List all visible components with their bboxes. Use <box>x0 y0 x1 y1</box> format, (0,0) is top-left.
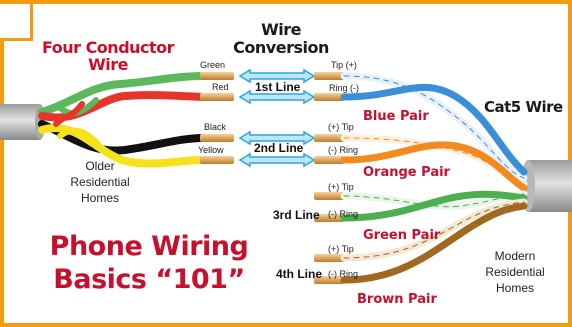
frame-bottom-border <box>0 323 572 327</box>
first-line-label: 1st Line <box>255 80 301 94</box>
wire-conversion-title-1: Wire <box>261 20 301 39</box>
wire-conversion-title-2: Conversion <box>233 38 329 57</box>
green-wire-tip <box>200 72 234 80</box>
four-conductor-wires <box>38 72 207 168</box>
wire-twist-red <box>53 101 85 127</box>
blue-pair-tip <box>314 72 344 80</box>
cat5-wire-label: Cat5 Wire <box>484 98 563 116</box>
plus-tip-label-4: (+) Tip <box>328 244 354 254</box>
orange-white-outline <box>343 137 525 185</box>
blue-white-outline <box>343 75 525 179</box>
ring-minus-label-1: Ring (-) <box>329 83 360 93</box>
green-pair-wire <box>340 190 528 222</box>
frame-top-border <box>0 0 572 4</box>
black-wire-tip <box>200 134 234 142</box>
older-homes-line1: Older <box>85 159 115 173</box>
cat5-pairs <box>340 72 528 284</box>
minus-ring-label-3: (-) Ring <box>328 209 359 219</box>
minus-ring-label-4: (-) Ring <box>328 269 359 279</box>
green-wire <box>38 72 207 116</box>
yellow-wire-tip <box>200 156 234 164</box>
green-wire-label: Green <box>200 60 226 70</box>
blue-white-tip <box>314 93 344 101</box>
green-pair-tip <box>314 214 344 222</box>
brown-white-outline <box>343 201 525 259</box>
frame-notch-bottom <box>0 38 32 41</box>
frame-notch-side <box>30 0 33 41</box>
arrow-line2-bottom <box>238 152 316 168</box>
blue-wire <box>340 83 528 176</box>
red-wire-label: Red <box>212 82 229 92</box>
green-pair-label: Green Pair <box>363 228 441 243</box>
second-line-label: 2nd Line <box>254 141 304 155</box>
fourth-line-label: 4th Line <box>276 267 323 281</box>
orange-wire <box>340 141 528 192</box>
modern-homes-line3: Homes <box>495 281 534 295</box>
plus-tip-label-2: (+) Tip <box>328 122 354 132</box>
frame-left-border <box>0 40 4 327</box>
page-title-line2: Basics “101” <box>53 264 245 295</box>
black-wire-label: Black <box>204 122 227 132</box>
blue-pair-label: Blue Pair <box>363 109 429 124</box>
modern-homes-line1: Modern <box>494 249 536 263</box>
page-title-line1: Phone Wiring <box>49 231 249 262</box>
third-line-label: 3rd Line <box>273 208 320 222</box>
four-conductor-title-2: Wire <box>88 55 128 74</box>
orange-pair-label: Orange Pair <box>363 165 450 180</box>
wire-twist-yellow <box>57 127 101 147</box>
older-homes-line3: Homes <box>80 191 119 205</box>
green-white-tip <box>314 192 344 200</box>
minus-ring-label-2: (-) Ring <box>328 145 359 155</box>
four-conductor-title-1: Four Conductor <box>41 38 175 57</box>
yellow-wire-label: Yellow <box>198 145 224 155</box>
orange-white-tip <box>314 134 344 142</box>
older-homes-line2: Residential <box>70 175 130 189</box>
cat5-jacket <box>528 160 572 212</box>
red-wire-tip <box>200 93 234 101</box>
brown-pair-label: Brown Pair <box>357 292 437 307</box>
brown-wire <box>340 202 528 284</box>
tip-plus-label-1: Tip (+) <box>331 60 357 70</box>
orange-pair-tip <box>314 156 344 164</box>
brown-white-tip <box>314 254 344 262</box>
plus-tip-label-3: (+) Tip <box>328 182 354 192</box>
four-conductor-jacket <box>0 104 40 140</box>
modern-homes-line2: Residential <box>485 265 545 279</box>
brown-pair-tip <box>314 276 344 284</box>
